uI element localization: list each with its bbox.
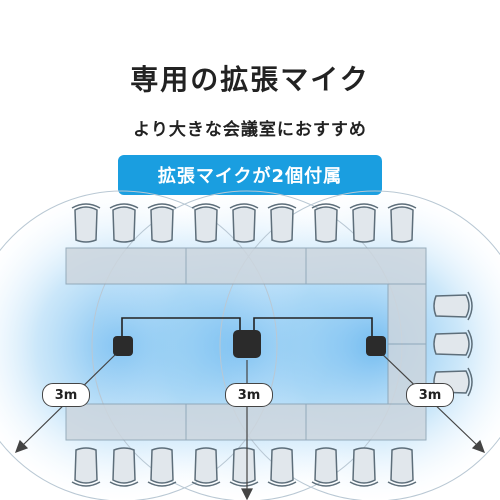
extension-mic-left: [113, 336, 133, 356]
mic-cables: [121, 317, 373, 338]
table-bottom-1: [65, 403, 187, 441]
chairs-bottom: [71, 447, 417, 487]
table-bottom-3: [305, 403, 427, 441]
page-title: 専用の拡張マイク: [130, 63, 370, 96]
table-top-1: [65, 247, 187, 285]
range-label-center: 3m: [225, 383, 273, 407]
table-top-3: [305, 247, 427, 285]
range-label-left: 3m: [42, 383, 90, 407]
conference-tables: [65, 247, 427, 441]
table-right-1: [387, 283, 427, 345]
chairs-top: [71, 203, 417, 243]
range-label-right: 3m: [406, 383, 454, 407]
extension-mic-right: [366, 336, 386, 356]
main-speakerphone: [233, 330, 261, 358]
page-subtitle: より大きな会議室におすすめ: [133, 120, 367, 140]
chairs-right: [433, 291, 473, 397]
extension-mic-badge: 拡張マイクが2個付属: [118, 155, 382, 195]
table-top-2: [185, 247, 307, 285]
table-bottom-2: [185, 403, 307, 441]
